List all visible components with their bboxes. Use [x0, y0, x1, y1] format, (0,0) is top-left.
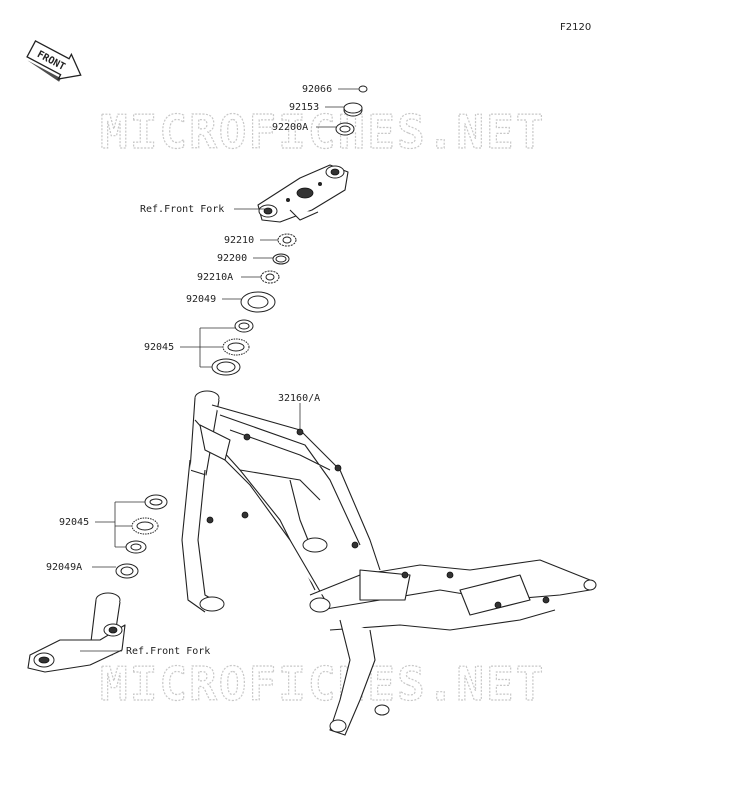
frame-assembly-32160A [181, 390, 597, 736]
part-92066 [358, 85, 368, 93]
lower-triple-clamp [27, 592, 126, 673]
label-32160A: 32160/A [278, 393, 320, 404]
part-92045-bottom-bearing [125, 494, 168, 554]
label-92045-bottom: 92045 [59, 517, 89, 528]
leader-lines [80, 88, 359, 652]
label-92045-top: 92045 [144, 342, 174, 353]
watermark-bottom: MICROFICHES.NET [100, 657, 545, 711]
part-92049 [240, 291, 276, 313]
label-92066: 92066 [302, 84, 332, 95]
label-92200: 92200 [217, 253, 247, 264]
part-92200 [272, 253, 290, 265]
label-92210: 92210 [224, 235, 254, 246]
part-92210 [277, 233, 297, 247]
watermark-top: MICROFICHES.NET [100, 105, 545, 159]
figure-code: F2120 [560, 22, 591, 33]
label-ref-front-fork-bottom: Ref.Front Fork [126, 646, 210, 657]
part-92049A [115, 563, 139, 579]
part-92045-top-bearing [211, 319, 254, 376]
label-ref-front-fork-top: Ref.Front Fork [140, 204, 224, 215]
part-92200A [335, 122, 355, 136]
upper-triple-clamp [257, 164, 349, 223]
part-92210A [260, 270, 280, 284]
label-92210A: 92210A [197, 272, 233, 283]
label-92153: 92153 [289, 102, 319, 113]
part-92153 [343, 102, 363, 117]
label-92049A: 92049A [46, 562, 82, 573]
front-arrow-icon: FRONT [26, 40, 82, 82]
label-92049: 92049 [186, 294, 216, 305]
label-92200A: 92200A [272, 122, 308, 133]
